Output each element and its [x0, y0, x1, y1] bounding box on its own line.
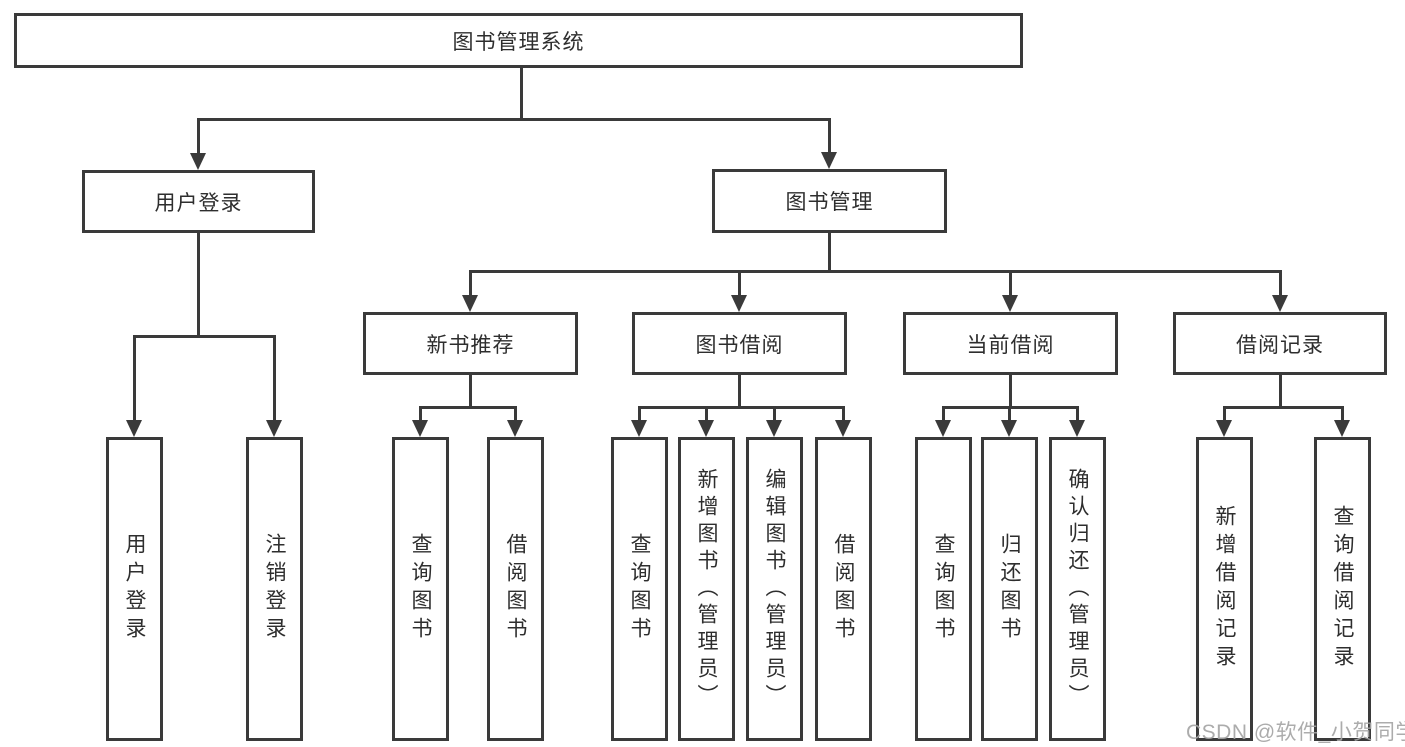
arrow-to-new-book: [462, 270, 478, 312]
leaf-bookborrow-borrow: 借阅图书: [815, 437, 872, 741]
node-book-borrow: 图书借阅: [632, 312, 847, 375]
node-borrow-record-label: 借阅记录: [1236, 333, 1324, 357]
arrow-bookborrow-edit: [766, 406, 782, 437]
arrow-bookborrow-add: [698, 406, 714, 437]
node-root-label: 图书管理系统: [452, 30, 585, 54]
connector-bookmgmt-stem: [828, 233, 831, 270]
node-new-book-label: 新书推荐: [426, 333, 515, 357]
node-current-borrow-label: 当前借阅: [966, 333, 1055, 357]
node-current-borrow: 当前借阅: [903, 312, 1118, 375]
leaf-newbook-borrow-label: 借阅图书: [504, 533, 527, 645]
leaf-user-login-label: 用户登录: [123, 533, 146, 645]
arrow-borrowrecord-add: [1216, 406, 1232, 437]
leaf-bookborrow-query: 查询图书: [611, 437, 668, 741]
leaf-newbook-query-label: 查询图书: [409, 533, 432, 645]
leaf-logout: 注销登录: [246, 437, 303, 741]
arrow-newbook-borrow: [507, 406, 523, 437]
connector-bookborrow-stem: [738, 375, 741, 406]
connector-borrowrecord-stem: [1279, 375, 1282, 406]
leaf-borrowrecord-query: 查询借阅记录: [1314, 437, 1371, 741]
arrow-bookborrow-borrow: [835, 406, 851, 437]
leaf-bookborrow-add: 新增图书（管理员）: [678, 437, 735, 741]
leaf-user-login: 用户登录: [106, 437, 163, 741]
leaf-bookborrow-borrow-label: 借阅图书: [832, 533, 855, 645]
leaf-currentborrow-confirm: 确认归还（管理员）: [1049, 437, 1106, 741]
leaf-borrowrecord-query-label: 查询借阅记录: [1331, 505, 1354, 673]
leaf-borrowrecord-add-label: 新增借阅记录: [1213, 505, 1236, 673]
connector-newbook-stem: [469, 375, 472, 406]
connector-currentborrow-stem: [1009, 375, 1012, 406]
node-user-login-label: 用户登录: [154, 191, 243, 215]
node-book-mgmt: 图书管理: [712, 169, 947, 233]
arrow-to-borrow-record: [1272, 270, 1288, 312]
leaf-borrowrecord-add: 新增借阅记录: [1196, 437, 1253, 741]
arrow-bookborrow-query: [631, 406, 647, 437]
connector-root-stem: [520, 68, 523, 118]
leaf-bookborrow-edit: 编辑图书（管理员）: [746, 437, 803, 741]
connector-currentborrow-branch: [942, 406, 1079, 409]
csdn-watermark: CSDN @软件_小贺同学: [1186, 721, 1405, 744]
connector-bookborrow-branch: [638, 406, 845, 409]
connector-newbook-branch: [419, 406, 517, 409]
leaf-logout-label: 注销登录: [263, 533, 286, 645]
arrow-to-leaf-logout: [266, 335, 282, 437]
leaf-currentborrow-query-label: 查询图书: [932, 533, 955, 645]
arrow-to-leaf-user-login: [126, 335, 142, 437]
connector-userlogin-stem: [197, 233, 200, 335]
arrow-to-user-login: [190, 118, 206, 170]
leaf-newbook-query: 查询图书: [392, 437, 449, 741]
arrow-to-current-borrow: [1002, 270, 1018, 312]
leaf-bookborrow-add-label: 新增图书（管理员）: [695, 467, 718, 711]
arrow-borrowrecord-query: [1334, 406, 1350, 437]
arrow-currentborrow-query: [935, 406, 951, 437]
leaf-currentborrow-return-label: 归还图书: [998, 533, 1021, 645]
arrow-newbook-query: [412, 406, 428, 437]
node-new-book: 新书推荐: [363, 312, 578, 375]
node-user-login: 用户登录: [82, 170, 315, 233]
leaf-currentborrow-return: 归还图书: [981, 437, 1038, 741]
connector-userlogin-branch: [133, 335, 276, 338]
leaf-bookborrow-query-label: 查询图书: [628, 533, 651, 645]
leaf-bookborrow-edit-label: 编辑图书（管理员）: [763, 467, 786, 711]
connector-borrowrecord-branch: [1223, 406, 1344, 409]
leaf-newbook-borrow: 借阅图书: [487, 437, 544, 741]
leaf-currentborrow-query: 查询图书: [915, 437, 972, 741]
node-borrow-record: 借阅记录: [1173, 312, 1387, 375]
node-book-borrow-label: 图书借阅: [695, 333, 784, 357]
node-book-mgmt-label: 图书管理: [785, 191, 874, 214]
arrow-to-book-borrow: [731, 270, 747, 312]
arrow-currentborrow-confirm: [1069, 406, 1085, 437]
leaf-currentborrow-confirm-label: 确认归还（管理员）: [1066, 467, 1089, 711]
connector-root-branch: [197, 118, 831, 121]
node-root: 图书管理系统: [14, 13, 1023, 68]
arrow-to-book-mgmt: [821, 118, 837, 169]
connector-level3-branch: [469, 270, 1282, 273]
arrow-currentborrow-return: [1001, 406, 1017, 437]
